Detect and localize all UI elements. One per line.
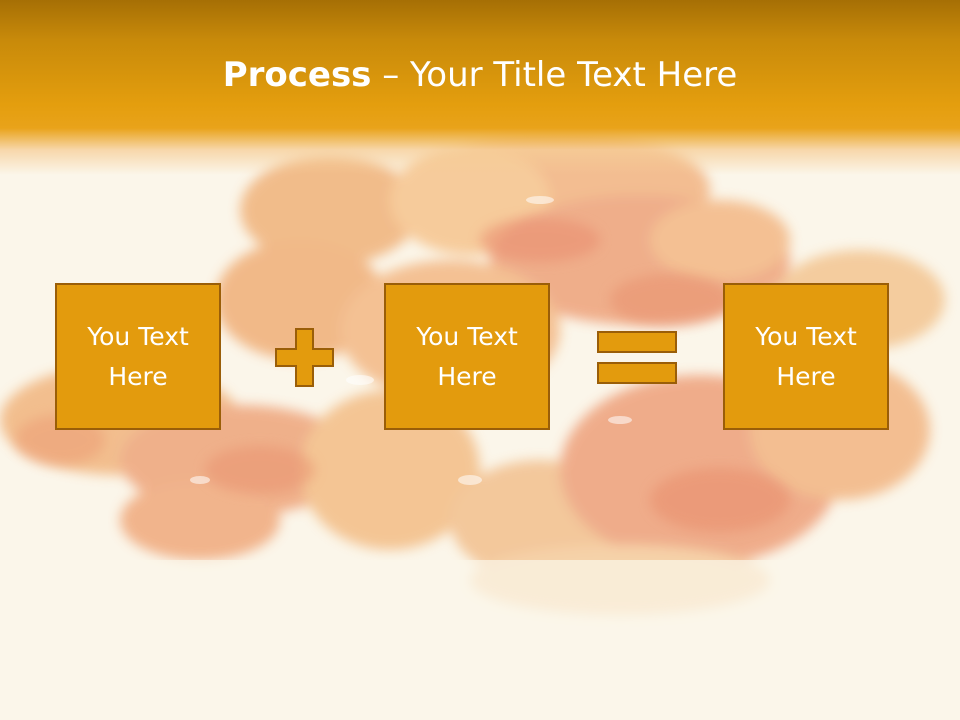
process-step-1[interactable]: You Text Here	[55, 283, 221, 430]
title-bold: Process	[222, 55, 372, 95]
plus-icon	[275, 328, 334, 387]
slide-title[interactable]: Process – Your Title Text Here	[0, 52, 960, 98]
process-step-2[interactable]: You Text Here	[384, 283, 550, 430]
equals-icon	[597, 331, 677, 384]
process-step-3[interactable]: You Text Here	[723, 283, 889, 430]
title-bar	[0, 0, 960, 175]
process-step-1-text: You Text Here	[87, 321, 189, 391]
process-step-3-text: You Text Here	[755, 321, 857, 391]
title-rest: – Your Title Text Here	[371, 55, 738, 95]
process-step-2-text: You Text Here	[416, 321, 518, 391]
